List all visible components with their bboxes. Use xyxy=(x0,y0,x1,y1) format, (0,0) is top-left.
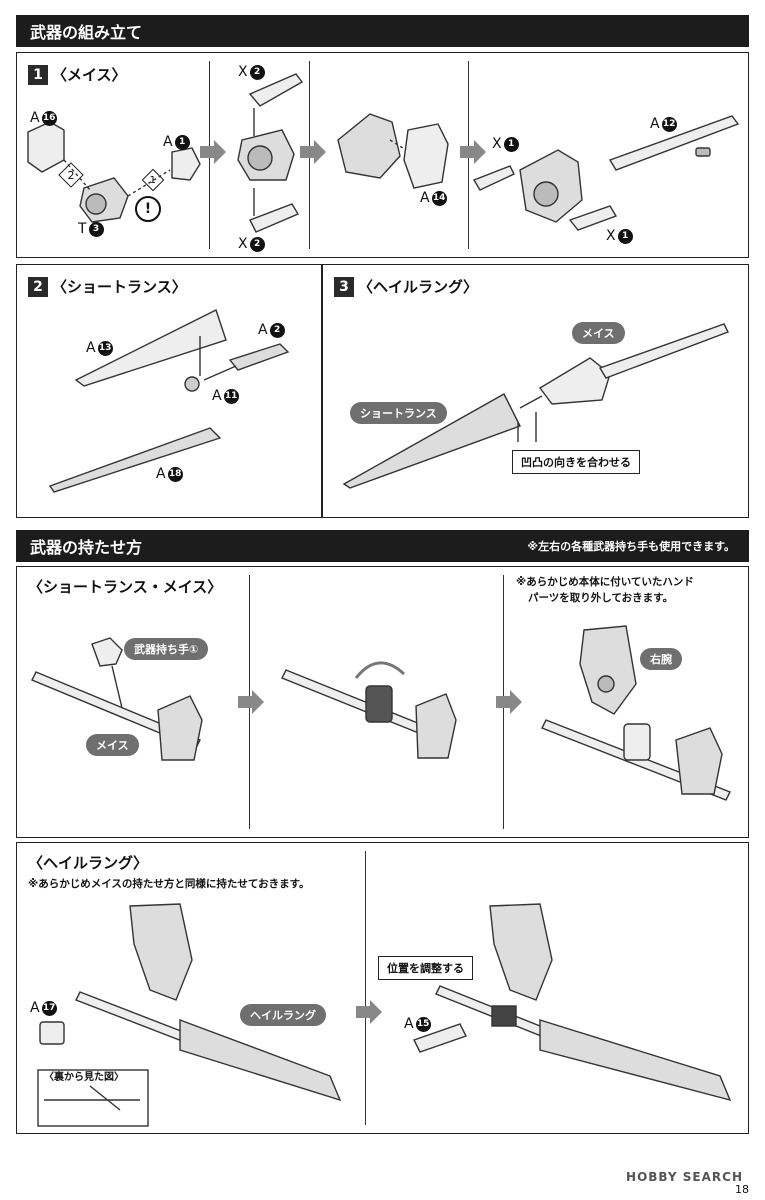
section-title: 武器の持たせ方 xyxy=(30,538,143,557)
hold-hail-rung-note: ※あらかじめメイスの持たせ方と同様に持たせておきます。 xyxy=(28,878,310,890)
step-number: 1 xyxy=(28,64,48,85)
mace-parts-illustration xyxy=(27,121,201,223)
caution-icon: ! xyxy=(135,196,161,222)
step2-title: 2 〈ショートランス〉 xyxy=(28,276,187,297)
adjust-position-note: 位置を調整する xyxy=(378,956,473,980)
step3-panel xyxy=(322,264,749,518)
hand-grip-illustration xyxy=(281,661,457,759)
watermark: HOBBY SEARCH xyxy=(626,1170,743,1184)
mace-head-illustration xyxy=(337,113,449,189)
arrow-right-icon xyxy=(300,140,326,164)
arrow-right-icon xyxy=(238,690,264,714)
mace-core-illustration xyxy=(237,73,304,233)
alignment-note: 凹凸の向きを合わせる xyxy=(512,450,640,474)
hold-lance-mace-title: 〈ショートランス・メイス〉 xyxy=(28,578,223,596)
section-title: 武器の組み立て xyxy=(30,23,143,42)
right-arm-illustration xyxy=(541,625,731,801)
hail-rung-hold-illustration xyxy=(37,903,342,1127)
position-adjust-illustration xyxy=(413,903,732,1102)
arrow-right-icon xyxy=(496,690,522,714)
hail-rung-label: ヘイルラング xyxy=(240,1004,326,1026)
section-note: ※左右の各種武器持ち手も使用できます。 xyxy=(527,540,735,553)
page-number: 18 xyxy=(735,1183,749,1196)
mace-assembled-illustration xyxy=(472,115,740,231)
weapon-hand-label: 武器持ち手① xyxy=(124,638,209,660)
rear-view-caption: 〈裏から見た図〉 xyxy=(44,1072,124,1083)
section-header-assembly: 武器の組み立て xyxy=(16,15,749,47)
arrow-right-icon xyxy=(200,140,226,164)
right-arm-label: 右腕 xyxy=(640,648,682,670)
step-title-text: 〈ショートランス〉 xyxy=(52,278,187,296)
arrow-right-icon xyxy=(356,1000,382,1024)
step-number: 2 xyxy=(28,276,48,297)
short-lance-label: ショートランス xyxy=(350,402,447,424)
short-lance-parts-illustration xyxy=(48,309,290,493)
mace-label: メイス xyxy=(86,734,139,756)
step-number: 3 xyxy=(334,276,354,297)
hand-removal-note: ※あらかじめ本体に付いていたハンド パーツを取り外しておきます。 xyxy=(516,576,694,604)
hail-rung-illustration xyxy=(342,323,729,489)
hand-and-mace-illustration xyxy=(31,637,203,761)
step-title-text: 〈ヘイルラング〉 xyxy=(358,278,479,296)
step3-title: 3 〈ヘイルラング〉 xyxy=(334,276,478,297)
step-title-text: 〈メイス〉 xyxy=(52,66,127,84)
arrow-right-icon xyxy=(460,140,486,164)
section-header-holding: 武器の持たせ方 ※左右の各種武器持ち手も使用できます。 xyxy=(16,530,749,562)
step1-title: 1 〈メイス〉 xyxy=(28,64,127,85)
hold-hail-rung-title: 〈ヘイルラング〉 xyxy=(28,854,149,872)
mace-label: メイス xyxy=(572,322,625,344)
